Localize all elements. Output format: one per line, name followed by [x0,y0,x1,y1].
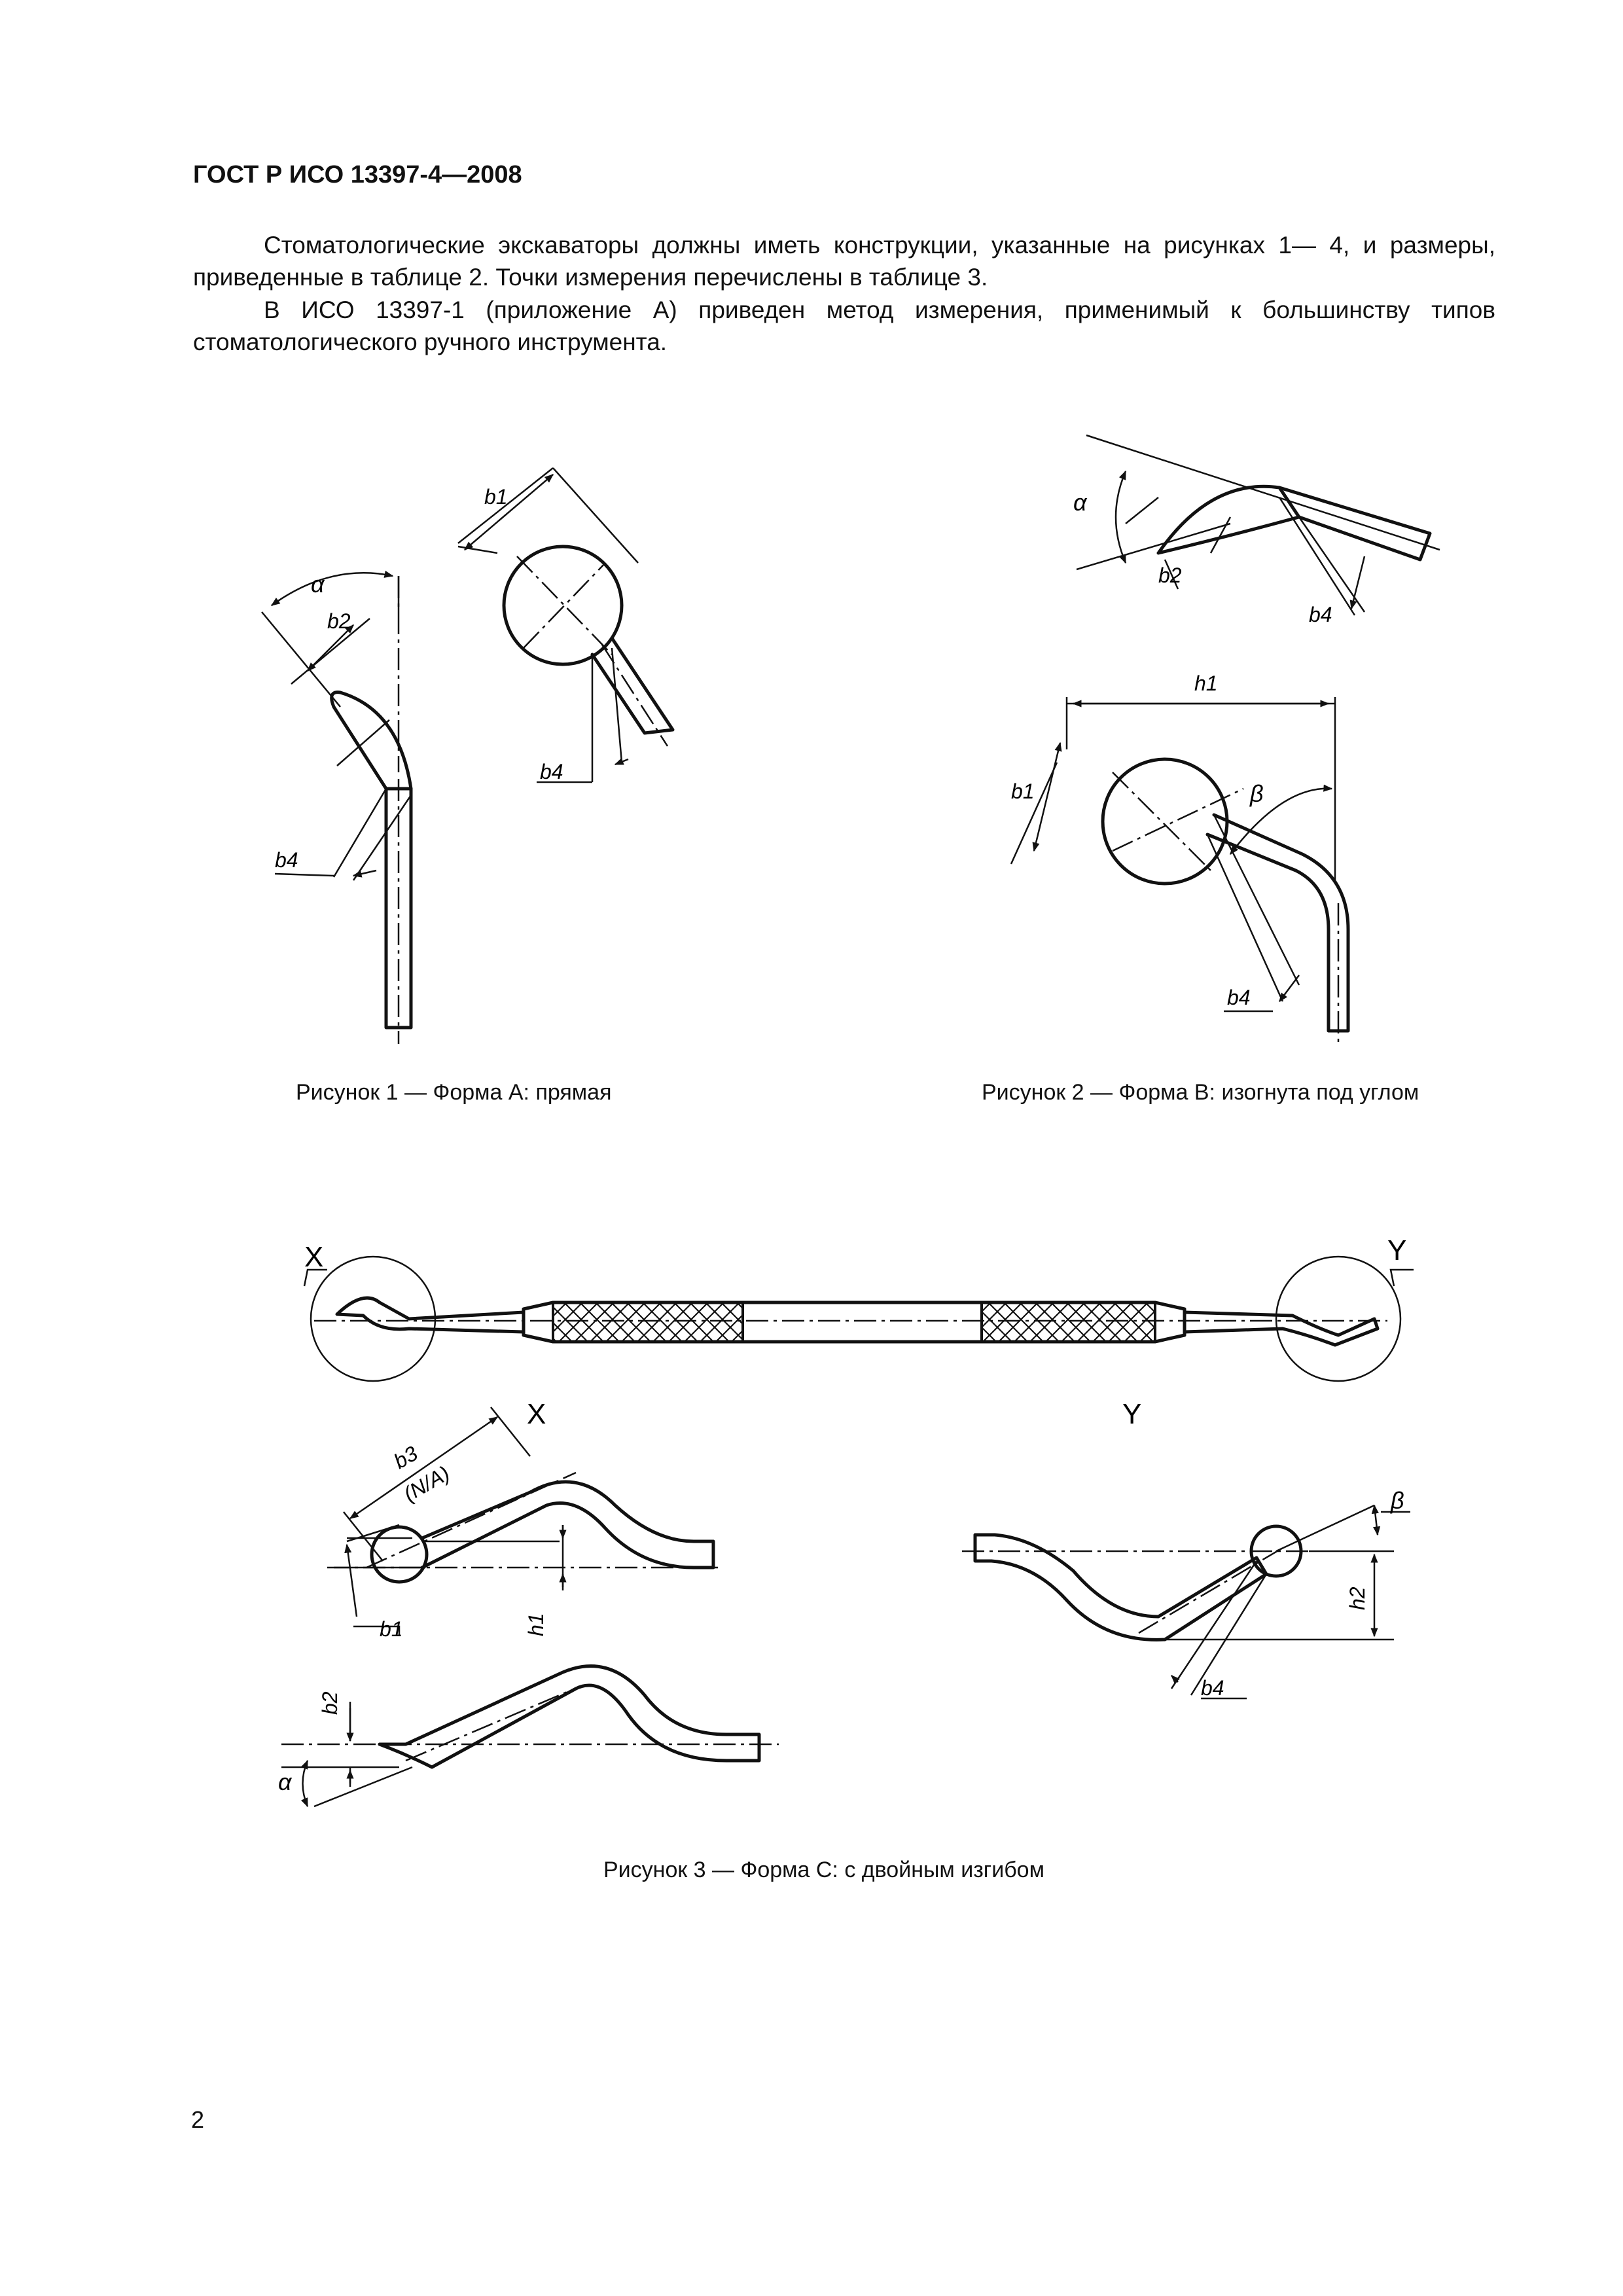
fig2-label-h1: h1 [1194,672,1218,695]
fig2-label-b2: b2 [1158,564,1182,587]
fig3-label-b3: b3 [390,1441,422,1473]
fig3-label-b1: b1 [380,1617,403,1641]
fig1-label-alpha: α [311,571,325,598]
fig1-label-b4-left: b4 [275,848,298,872]
fig2-label-alpha: α [1073,489,1088,516]
fig2-label-b4-lower: b4 [1227,986,1251,1009]
paragraph-1: Стоматологические экскаваторы должны име… [193,232,1495,291]
fig1-label-b4-detail: b4 [540,760,563,783]
fig1-label-b1: b1 [484,485,508,509]
fig3-label-b4: b4 [1201,1676,1224,1700]
fig3-detail-label-Y: Y [1122,1398,1141,1430]
fig3-label-beta: β [1390,1487,1404,1514]
fig3-label-h2: h2 [1346,1587,1369,1610]
page-number: 2 [191,2106,205,2133]
fig2-label-b1: b1 [1011,780,1035,803]
fig3-label-b2: b2 [318,1691,342,1715]
fig2-label-beta: β [1249,780,1264,807]
figure-3-caption: Рисунок 3 — Форма С: с двойным изгибом [603,1857,1044,1882]
fig3-label-h1: h1 [524,1613,548,1636]
fig1-label-b2: b2 [327,609,351,633]
figure-2-drawing: α b2 b4 h1 b1 β b4 [1010,434,1440,1044]
document-header: ГОСТ Р ИСО 13397-4—2008 [193,161,522,188]
figure-2-caption: Рисунок 2 — Форма В: изогнута под углом [982,1080,1419,1105]
figure-1-caption: Рисунок 1 — Форма А: прямая [296,1080,612,1105]
fig2-label-b4-upper: b4 [1309,603,1332,626]
figure-1-drawing: α b2 b4 b1 b4 [261,467,675,1044]
fig3-label-Y: Y [1387,1234,1406,1266]
fig3-label-alpha: α [278,1768,293,1795]
figure-3-drawing: X Y X Y b3 (N/A) b1 h1 b2 [278,1234,1414,1808]
paragraph-2: В ИСО 13397-1 (приложение А) приведен ме… [193,296,1495,355]
fig3-detail-label-X: X [527,1398,546,1430]
fig3-label-X: X [304,1241,323,1273]
